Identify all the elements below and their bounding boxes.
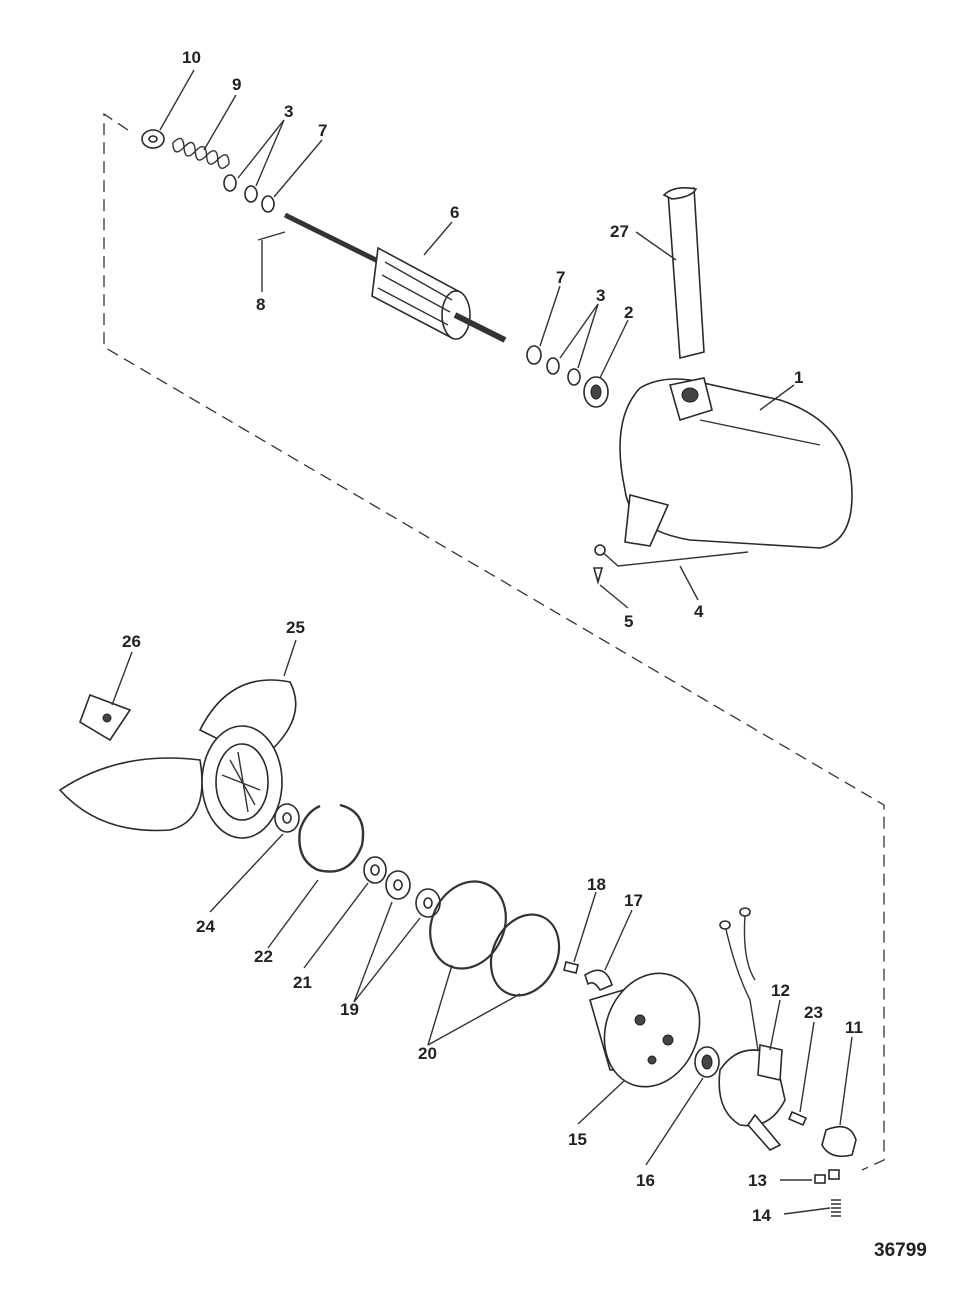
callout-21: 21: [293, 973, 312, 992]
washer-part: [385, 870, 411, 900]
wire-part: [597, 547, 749, 567]
callout-16: 16: [636, 1171, 655, 1190]
callout-3: 3: [596, 286, 605, 305]
callout-3: 3: [284, 102, 293, 121]
callout-23: 23: [804, 1003, 823, 1022]
bearing-part: [583, 376, 609, 408]
callout-6: 6: [450, 203, 459, 222]
callout-18: 18: [587, 875, 606, 894]
callout-2: 2: [624, 303, 633, 322]
callout-14: 14: [752, 1206, 771, 1225]
screw-part: [592, 567, 604, 585]
callout-11: 11: [845, 1018, 863, 1037]
spring-part: [831, 1199, 841, 1217]
figure-number: 36799: [874, 1240, 927, 1261]
callout-8: 8: [256, 295, 265, 314]
callout-24: 24: [196, 917, 215, 936]
callout-19: 19: [340, 1000, 359, 1019]
callout-10: 10: [182, 48, 201, 67]
retaining-ring-part: [526, 345, 542, 365]
washer-part: [223, 174, 237, 192]
washer-part: [567, 368, 581, 386]
leader-lines: [111, 69, 853, 1215]
callout-4: 4: [694, 602, 704, 621]
callout-17: 17: [624, 891, 643, 910]
washer-part: [415, 888, 441, 918]
pin-part: [257, 231, 286, 241]
o-ring-part: [429, 880, 507, 970]
propeller-nut-part: [79, 693, 132, 742]
wire-terminal-part: [594, 544, 606, 556]
callout-25: 25: [286, 618, 305, 637]
clip-part: [584, 969, 613, 992]
clip-part: [821, 1125, 857, 1158]
callout-13: 13: [748, 1171, 767, 1190]
callout-12: 12: [771, 981, 790, 1000]
end-cap-part: [589, 972, 701, 1088]
retaining-ring-part: [261, 195, 275, 213]
washer-part: [363, 856, 387, 884]
callout-26: 26: [122, 632, 141, 651]
screw-part: [563, 961, 579, 974]
callout-7: 7: [556, 268, 565, 287]
brush-plate-part: [718, 907, 786, 1151]
callout-22: 22: [254, 947, 273, 966]
callout-1: 1: [794, 368, 803, 387]
washer-part: [546, 357, 560, 375]
callout-27: 27: [610, 222, 629, 241]
washer-part: [141, 129, 165, 149]
callout-15: 15: [568, 1130, 587, 1149]
callout-7: 7: [318, 121, 327, 140]
propeller-part: [58, 679, 297, 839]
armature-part: [283, 212, 507, 343]
assembly-boundary-line: [103, 112, 885, 1171]
tube-part: [662, 187, 705, 360]
washer-part: [244, 185, 258, 203]
callout-9: 9: [232, 75, 241, 94]
callout-5: 5: [624, 612, 633, 631]
motor-housing-part: [619, 377, 853, 549]
o-ring-part: [489, 913, 561, 997]
screw-part: [787, 1110, 808, 1127]
bearing-part: [694, 1046, 720, 1078]
brush-part: [814, 1169, 840, 1184]
callout-20: 20: [418, 1044, 437, 1063]
spring-part: [172, 137, 230, 169]
snap-ring-part: [298, 803, 365, 873]
thrust-washer-part: [274, 803, 300, 833]
